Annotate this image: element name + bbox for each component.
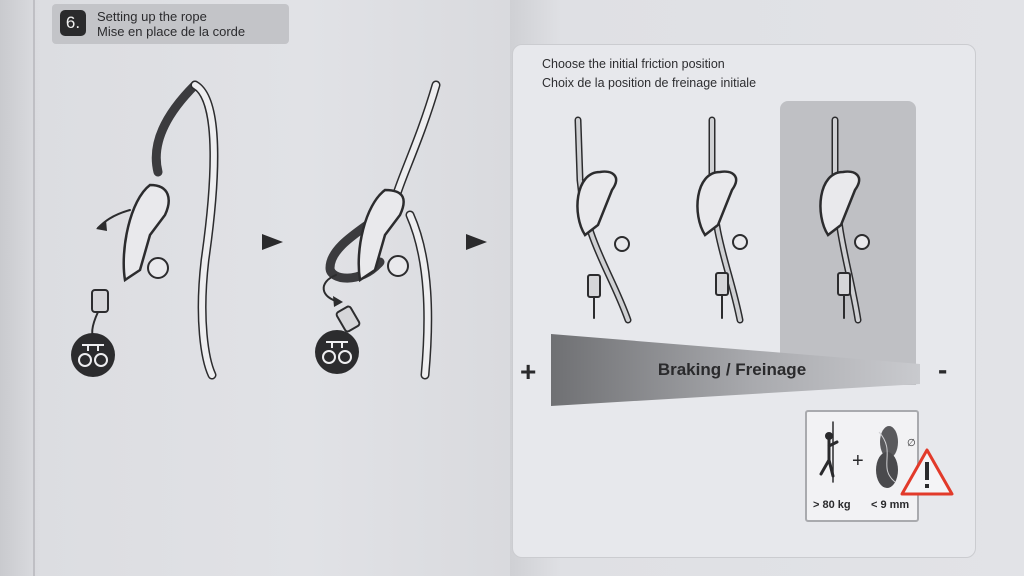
rope-coil-icon [876, 426, 898, 488]
fold-line [33, 0, 35, 576]
rope-setup-illustration [71, 80, 487, 380]
arrow-right-icon [262, 234, 283, 250]
braking-label: Braking / Freinage [657, 360, 807, 379]
friction-position-1 [574, 116, 632, 324]
friction-position-3 [819, 116, 870, 324]
friction-position-2 [696, 116, 748, 324]
setup-figure-2 [322, 80, 441, 380]
step-title-en: Setting up the rope [97, 9, 207, 24]
warning-icons: ∅ [819, 421, 916, 488]
friction-title-en: Choose the initial friction position [542, 57, 725, 71]
climber-icon [819, 421, 839, 483]
friction-title-fr: Choix de la position de freinage initial… [542, 76, 757, 90]
more-braking-sign: + [520, 356, 537, 387]
braking-wedge [551, 334, 920, 406]
harness-icon [315, 330, 359, 374]
step-title-fr: Mise en place de la corde [97, 24, 246, 39]
arrow-right-icon [466, 234, 487, 250]
step-number: 6. [60, 10, 86, 36]
warning-box: ∅ + > 80 kg < 9 mm [805, 410, 919, 522]
step-header: 6. Setting up the rope Mise en place de … [52, 4, 289, 44]
svg-text:∅: ∅ [907, 438, 916, 449]
weight-limit: > 80 kg [813, 499, 851, 511]
rope-diameter-limit: < 9 mm [871, 499, 910, 511]
less-braking-sign: - [938, 354, 948, 385]
setup-figure-1 [91, 80, 219, 380]
warning-plus: + [852, 450, 864, 472]
harness-icon [71, 333, 115, 377]
selected-position-highlight [780, 101, 916, 385]
